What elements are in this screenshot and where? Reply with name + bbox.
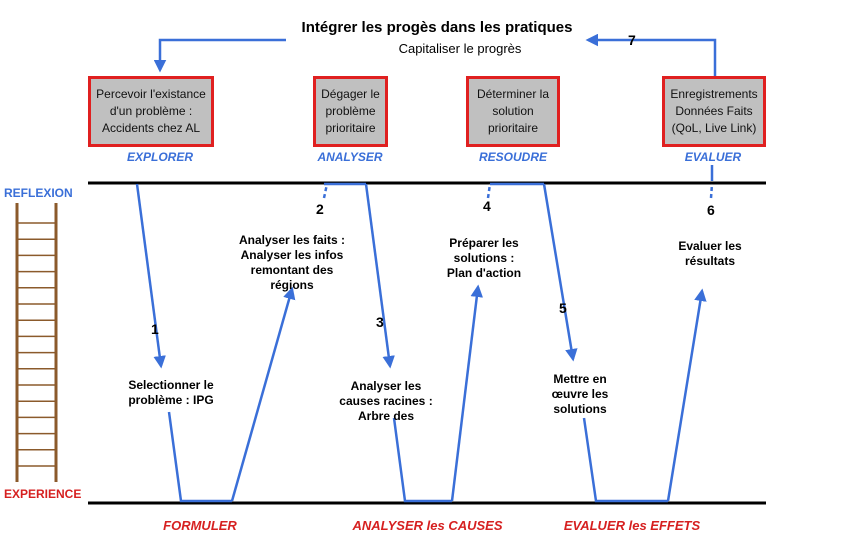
trough-1	[167, 411, 232, 503]
step-number-1: 1	[151, 321, 159, 337]
box-analyser-label: Dégager le problème prioritaire	[321, 87, 380, 135]
step-number-2: 2	[316, 201, 324, 217]
path-4-up	[450, 284, 483, 502]
trough-3	[392, 417, 452, 503]
box-resoudre: Déterminer la solution prioritaire	[466, 76, 560, 147]
step-text-5: Mettre en œuvre les solutions	[551, 372, 609, 416]
path-6-up	[666, 288, 707, 502]
step-number-7: 7	[628, 32, 636, 48]
diagram-subtitle: Capitaliser le progrès	[398, 41, 522, 56]
step-number-3: 3	[376, 314, 384, 330]
step-text-2: Analyser les faits : Analyser les infos …	[238, 233, 346, 292]
step-number-4: 4	[483, 198, 491, 214]
loop-arrow-right	[585, 33, 717, 76]
path-5	[542, 183, 578, 362]
step-text-1: Selectionner le problème : IPG	[128, 378, 214, 407]
phase-analyser: ANALYSER	[317, 150, 383, 164]
box-analyser: Dégager le problème prioritaire	[313, 76, 388, 147]
path-4-dash	[486, 183, 492, 199]
box-evaluer: Enregistrements Données Faits (QoL, Live…	[662, 76, 766, 147]
step-text-4: Préparer les solutions : Plan d'action	[446, 236, 522, 280]
phase-evaluer: EVALUER	[684, 150, 742, 164]
path-2-dash	[322, 183, 329, 199]
path-2-up	[230, 286, 296, 502]
box-evaluer-label: Enregistrements Données Faits (QoL, Live…	[670, 87, 758, 135]
box-explorer: Percevoir l'existance d'un problème : Ac…	[88, 76, 214, 147]
step-number-5: 5	[559, 300, 567, 316]
box-explorer-label: Percevoir l'existance d'un problème : Ac…	[96, 87, 206, 135]
wave-outline	[168, 408, 232, 501]
diagram-title: Intégrer les progès dans les pratiques	[301, 19, 573, 36]
ladder	[15, 203, 58, 482]
axis-experience: EXPERIENCE	[4, 487, 82, 501]
box-resoudre-label: Déterminer la solution prioritaire	[476, 87, 550, 135]
phase-evaluer-effets: EVALUER les EFFETS	[563, 518, 701, 533]
step-text-6: Evaluer les résultats	[678, 239, 742, 268]
loop-arrow-left	[153, 38, 286, 73]
phase-resoudre: RESOUDRE	[478, 150, 547, 164]
step-text-3: Analyser les causes racines : Arbre des	[339, 379, 433, 423]
phase-analyser-causes: ANALYSER les CAUSES	[352, 518, 503, 533]
path-6-dash	[709, 183, 714, 199]
step-number-6: 6	[707, 202, 715, 218]
axis-reflexion: REFLEXION	[4, 186, 73, 200]
phase-explorer: EXPLORER	[126, 150, 193, 164]
trough-5	[582, 417, 668, 503]
path-1	[135, 183, 166, 369]
phase-formuler: FORMULER	[163, 518, 237, 533]
path-3	[364, 183, 395, 369]
